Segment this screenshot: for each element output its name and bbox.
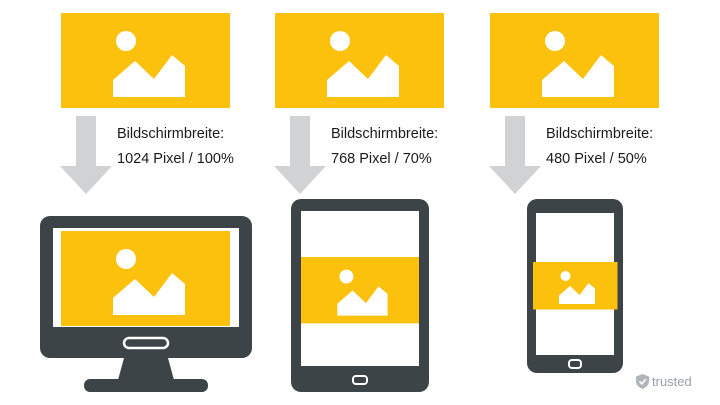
image-placeholder-icon	[113, 249, 185, 315]
caption-label: Bildschirmbreite:	[546, 126, 654, 142]
caption-value: 480 Pixel / 50%	[546, 151, 647, 167]
watermark: trusted	[636, 371, 720, 391]
caption-smartphone: Bildschirmbreite: 480 Pixel / 50%	[546, 122, 653, 172]
arrow-down-icon	[60, 116, 112, 194]
scaled-image-desktop	[61, 231, 230, 326]
source-image-desktop	[61, 13, 230, 108]
caption-tablet: Bildschirmbreite: 768 Pixel / 70%	[331, 122, 438, 172]
shield-check-icon	[636, 373, 649, 389]
source-image-smartphone	[490, 13, 659, 108]
caption-label: Bildschirmbreite:	[117, 126, 225, 142]
caption-label: Bildschirmbreite:	[331, 126, 439, 142]
smartphone-home-button	[568, 359, 582, 369]
tablet-home-button	[352, 375, 368, 385]
image-placeholder-icon	[337, 269, 388, 316]
monitor-neck	[118, 358, 174, 380]
smartphone	[527, 199, 623, 373]
arrow-down-icon	[274, 116, 326, 194]
source-image-tablet	[275, 13, 444, 108]
caption-value: 768 Pixel / 70%	[331, 151, 432, 167]
monitor-stand	[84, 379, 208, 392]
caption-desktop: Bildschirmbreite: 1024 Pixel / 100%	[117, 122, 234, 172]
arrow-down-icon	[489, 116, 541, 194]
image-placeholder-icon	[542, 31, 614, 97]
watermark-text: trusted	[652, 373, 692, 389]
image-placeholder-icon	[113, 31, 185, 97]
caption-value: 1024 Pixel / 100%	[117, 151, 234, 167]
monitor-button	[122, 336, 170, 350]
image-placeholder-icon	[327, 31, 399, 97]
scaled-image-smartphone	[533, 262, 618, 310]
tablet	[291, 199, 429, 392]
scaled-image-tablet	[301, 257, 419, 324]
desktop-monitor	[40, 216, 252, 392]
image-placeholder-icon	[559, 271, 595, 304]
